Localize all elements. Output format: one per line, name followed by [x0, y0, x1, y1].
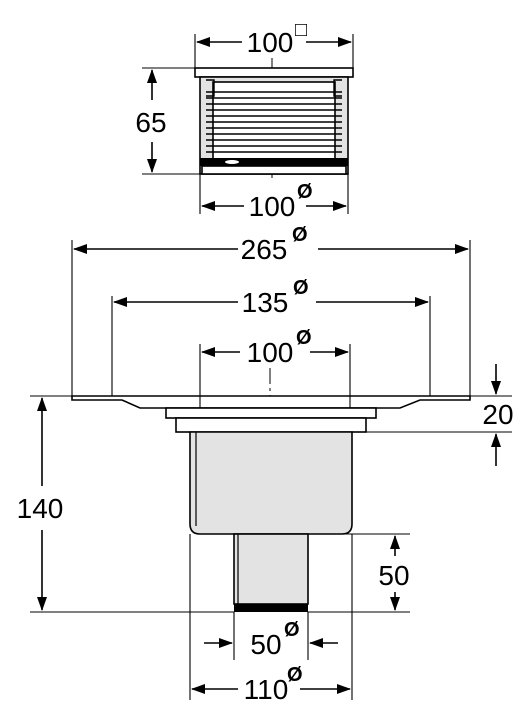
top-width-symbol: □ [295, 19, 307, 41]
dim-collar-diameter: 135 Ø [113, 277, 429, 318]
bottom-gully-part: 265 Ø 135 Ø 100 Ø 20 [17, 224, 514, 705]
dim-inner-diameter: 100 Ø [201, 327, 349, 368]
total-height-label: 140 [17, 493, 64, 524]
top-extension-part: 100 □ 65 100 Ø [135, 19, 354, 222]
dim-top-diameter: 100 Ø [201, 181, 347, 222]
top-bottom-lip [201, 165, 347, 175]
top-width-label: 100 [247, 27, 294, 58]
top-ribs [206, 91, 342, 153]
dim-outlet-diameter: 50 Ø [204, 619, 338, 660]
gully-body [189, 431, 353, 535]
left-clip [206, 79, 215, 97]
collar-diameter-label: 135 [242, 287, 289, 318]
flange-height-label: 20 [482, 399, 513, 430]
flange [71, 395, 471, 409]
dim-top-width: 100 □ [196, 19, 352, 58]
seal-ring [200, 158, 348, 166]
dim-body-diameter: 110 Ø [191, 664, 351, 705]
collar-step-upper [165, 407, 377, 419]
body-diameter-symbol: Ø [287, 664, 303, 686]
top-diameter-symbol: Ø [297, 181, 313, 203]
inner-diameter-label: 100 [247, 337, 294, 368]
top-inner-tube [212, 81, 336, 167]
dim-outlet-height: 50 [378, 535, 410, 611]
right-clip [333, 79, 342, 97]
dim-flange-height: 20 [482, 364, 514, 466]
outlet-diameter-label: 50 [250, 629, 281, 660]
body-diameter-label: 110 [244, 674, 289, 705]
seal-marker [225, 160, 239, 164]
top-diameter-label: 100 [249, 191, 296, 222]
outlet-height-label: 50 [378, 560, 409, 591]
collar-step-lower [175, 417, 367, 433]
top-rim [194, 67, 354, 78]
flange-diameter-symbol: Ø [292, 224, 308, 246]
collar-diameter-symbol: Ø [293, 277, 309, 299]
dim-top-height: 65 [135, 69, 167, 173]
outlet-diameter-symbol: Ø [284, 619, 300, 641]
outlet-pipe [233, 533, 309, 605]
dim-flange-diameter: 265 Ø [73, 224, 469, 265]
flange-diameter-label: 265 [241, 234, 288, 265]
dim-total-height: 140 [17, 397, 64, 611]
outlet-rim [234, 604, 308, 612]
inner-diameter-symbol: Ø [296, 327, 312, 349]
top-height-label: 65 [135, 107, 166, 138]
